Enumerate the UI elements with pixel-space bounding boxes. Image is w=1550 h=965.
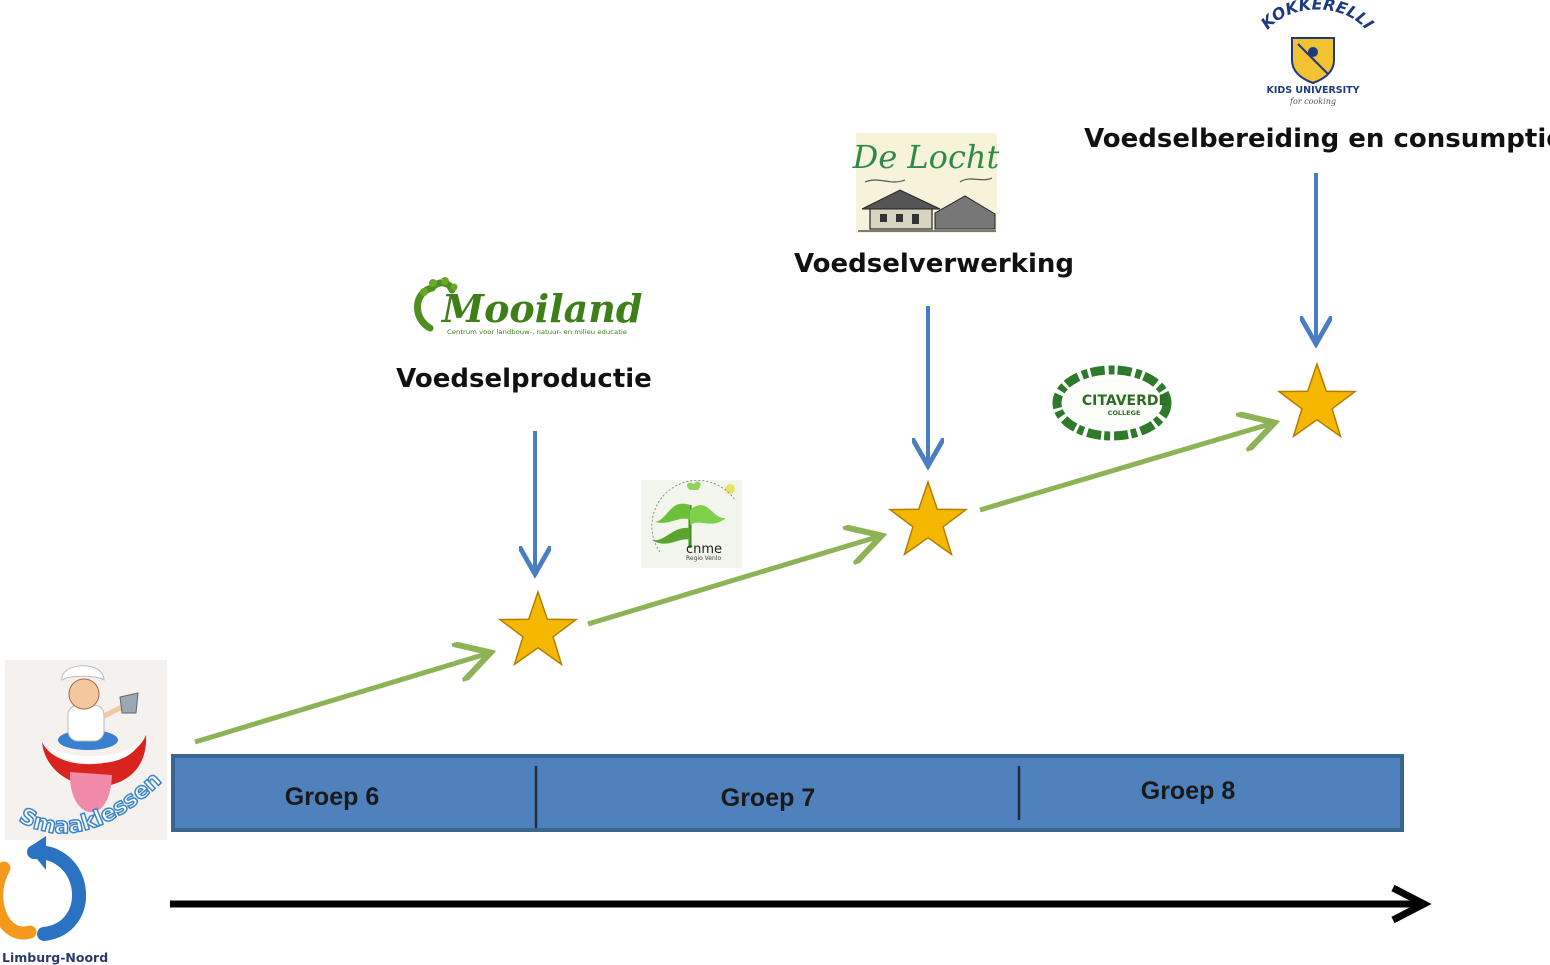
kokkerelli-logo: KOKKERELLI KIDS UNIVERSITY for cooking: [1257, 0, 1378, 106]
svg-text:for cooking: for cooking: [1289, 97, 1336, 106]
citaverde-logo: CITAVERDE COLLEGE: [1052, 365, 1172, 441]
stage-label-bereiding: Voedselbereiding en consumptie: [1084, 124, 1550, 154]
svg-text:CITAVERDE: CITAVERDE: [1082, 393, 1168, 409]
stage-label-productie: Voedselproductie: [396, 364, 652, 394]
path-arrow: [194, 654, 486, 745]
mooiland-logo: Mooiland Centrum voor landbouw-, natuur-…: [414, 277, 642, 336]
svg-text:De Locht: De Locht: [852, 138, 1000, 176]
star-icon: [497, 589, 579, 667]
down-arrows: [535, 173, 1316, 570]
path-arrow: [587, 537, 877, 627]
svg-text:Mooiland: Mooiland: [440, 286, 642, 331]
star-icon: [887, 479, 969, 557]
group-bar-background: [171, 754, 1404, 832]
stage-label-verwerking: Voedselverwerking: [794, 249, 1074, 279]
svg-text:KIDS UNIVERSITY: KIDS UNIVERSITY: [1266, 85, 1359, 96]
group-label-7: Groep 7: [721, 784, 815, 812]
svg-text:COLLEGE: COLLEGE: [1108, 409, 1141, 417]
svg-text:Regio Venlo: Regio Venlo: [686, 555, 721, 562]
cnme-logo: cnme Regio Venlo: [641, 479, 742, 568]
path-arrows: [194, 424, 1270, 745]
svg-text:Limburg-Noord: Limburg-Noord: [2, 950, 108, 965]
svg-text:Centrum voor landbouw-, natuur: Centrum voor landbouw-, natuur- en milie…: [447, 328, 627, 336]
svg-text:cnme: cnme: [686, 542, 722, 557]
group-label-6: Groep 6: [285, 783, 379, 811]
svg-text:KOKKERELLI: KOKKERELLI: [1257, 0, 1378, 33]
group-bar: Groep 6 Groep 7 Groep 8: [171, 754, 1404, 832]
group-label-8: Groep 8: [1141, 777, 1236, 805]
milestone-stars: [497, 361, 1358, 667]
timeline-arrow: [170, 884, 1432, 924]
path-arrow: [979, 424, 1270, 513]
smaaklessen-logo: Smaaklessen: [5, 660, 167, 840]
star-icon: [1276, 361, 1358, 439]
limburg-noord-logo: Limburg-Noord: [0, 836, 108, 965]
de-locht-logo: De Locht: [852, 133, 1000, 233]
